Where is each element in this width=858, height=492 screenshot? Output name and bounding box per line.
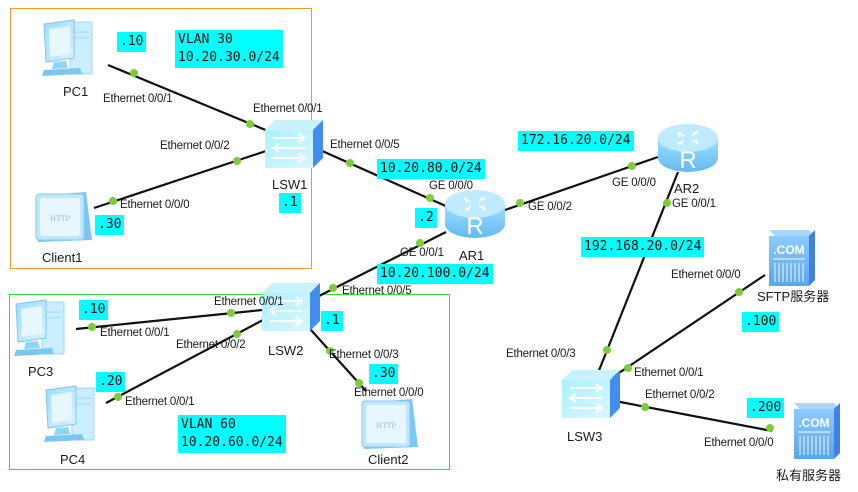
port-dot: [227, 309, 235, 317]
vlan60-zone-border: [9, 294, 450, 470]
vlan60-subnet: 10.20.60.0/24: [181, 435, 283, 450]
port-label-ar1-ge1: GE 0/0/1: [400, 247, 444, 259]
port-label-lsw1-e2: Ethernet 0/0/2: [160, 140, 230, 152]
pc4-label: PC4: [60, 452, 86, 467]
private-label: 私有服务器: [776, 468, 842, 483]
port-label-lsw3-e1: Ethernet 0/0/1: [634, 367, 704, 379]
network-tag-ar1-lsw1: 10.20.80.0/24: [377, 159, 485, 179]
port-label-pc3: Ethernet 0/0/1: [100, 327, 170, 339]
port-dot: [355, 379, 363, 387]
private-server-icon[interactable]: [793, 402, 841, 460]
vlan30-subnet: 10.20.30.0/24: [178, 50, 280, 65]
port-label-lsw3-e2: Ethernet 0/0/2: [645, 389, 715, 401]
pc1-ip-tag: .10: [117, 32, 147, 52]
ar2-label: AR2: [674, 181, 700, 196]
pc1-label: PC1: [63, 84, 89, 99]
pc3-icon[interactable]: [13, 299, 65, 357]
ar2-router-icon[interactable]: [657, 123, 719, 175]
sftp-label: SFTP服务器: [757, 289, 830, 304]
vlan30-title: VLAN 30: [178, 32, 233, 47]
ar1-router-icon[interactable]: [444, 189, 506, 241]
port-label-private: Ethernet 0/0/0: [704, 437, 774, 449]
lsw1-switch-icon[interactable]: [264, 119, 324, 169]
ar1-ip-tag: .2: [415, 208, 437, 228]
port-label-lsw2-e3: Ethernet 0/0/3: [329, 349, 399, 361]
port-label-ar2-ge0: GE 0/0/0: [612, 177, 656, 189]
port-dot: [326, 347, 334, 355]
port-label-ar1-ge0: GE 0/0/0: [429, 180, 473, 192]
pc4-icon[interactable]: [43, 385, 95, 443]
port-label-pc1: Ethernet 0/0/1: [103, 93, 173, 105]
pc1-icon[interactable]: [41, 19, 93, 77]
port-dot: [735, 288, 743, 296]
port-dot: [329, 284, 337, 292]
network-tag-ar2-lsw3: 192.168.20.0/24: [581, 237, 705, 257]
port-dot: [130, 69, 138, 77]
port-dot: [516, 199, 524, 207]
port-dot: [628, 162, 636, 170]
pc3-ip-tag: .10: [79, 300, 109, 320]
port-dot: [233, 157, 241, 165]
sftp-ip-tag: .100: [742, 312, 780, 332]
private-ip-tag: .200: [747, 398, 785, 418]
lsw3-label: LSW3: [567, 429, 603, 444]
sftp-server-icon[interactable]: [768, 229, 816, 287]
port-label-lsw1-e5: Ethernet 0/0/5: [330, 139, 400, 151]
client1-label: Client1: [42, 250, 83, 265]
port-dot: [246, 120, 254, 128]
port-dot: [603, 346, 611, 354]
lsw1-ip-tag: .1: [279, 193, 301, 213]
port-dot: [233, 330, 241, 338]
pc3-label: PC3: [28, 364, 54, 379]
port-label-ar1-ge2: GE 0/0/2: [528, 201, 572, 213]
client1-ip-tag: .30: [95, 215, 125, 235]
port-label-sftp: Ethernet 0/0/0: [671, 269, 741, 281]
lsw1-label: LSW1: [272, 177, 308, 192]
port-dot: [109, 197, 117, 205]
network-tag-ar1-lsw2: 10.20.100.0/24: [377, 264, 493, 284]
lsw3-switch-icon[interactable]: [561, 369, 621, 419]
port-label-lsw2-e2: Ethernet 0/0/2: [176, 339, 246, 351]
network-tag-ar1-ar2: 172.16.20.0/24: [518, 131, 634, 151]
port-label-lsw1-e1: Ethernet 0/0/1: [253, 103, 323, 115]
client2-ip-tag: .30: [369, 364, 399, 384]
port-dot: [766, 424, 774, 432]
pc4-ip-tag: .20: [96, 372, 126, 392]
port-dot: [426, 194, 434, 202]
client2-label: Client2: [368, 452, 409, 467]
port-dot: [416, 239, 424, 247]
vlan60-tag: VLAN 60 10.20.60.0/24: [178, 415, 286, 453]
ar1-label: AR1: [459, 248, 485, 263]
vlan30-tag: VLAN 30 10.20.30.0/24: [175, 30, 283, 68]
client2-icon[interactable]: [361, 398, 419, 450]
lsw2-ip-tag: .1: [321, 311, 343, 331]
port-dot: [346, 159, 354, 167]
port-dot: [88, 323, 96, 331]
port-label-client2: Ethernet 0/0/0: [354, 387, 424, 399]
port-label-lsw3-e3: Ethernet 0/0/3: [506, 348, 576, 360]
port-dot: [663, 199, 671, 207]
port-label-ar2-ge1: GE 0/0/1: [672, 198, 716, 210]
lsw2-label: LSW2: [268, 343, 304, 358]
port-label-lsw2-e1: Ethernet 0/0/1: [214, 296, 284, 308]
port-dot: [641, 403, 649, 411]
port-dot: [114, 393, 122, 401]
client1-icon[interactable]: [35, 191, 93, 243]
port-label-pc4: Ethernet 0/0/1: [125, 396, 195, 408]
vlan60-title: VLAN 60: [181, 417, 236, 432]
port-label-client1: Ethernet 0/0/0: [120, 199, 190, 211]
port-label-lsw2-e5: Ethernet 0/0/5: [342, 285, 412, 297]
port-dot: [624, 364, 632, 372]
